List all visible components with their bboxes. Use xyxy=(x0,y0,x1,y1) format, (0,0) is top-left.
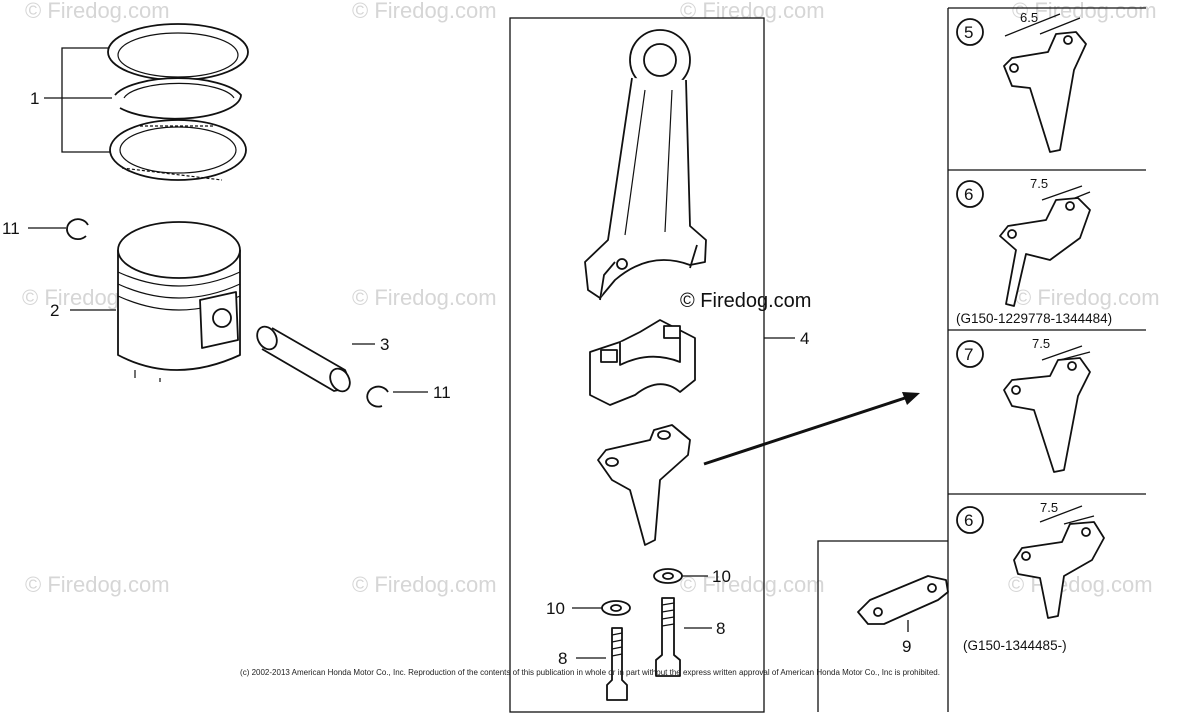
variant-dimension: 7.5 xyxy=(1040,500,1058,515)
callout-10-left: 10 xyxy=(546,599,565,618)
callout-4: 4 xyxy=(800,329,809,348)
rod-assembly-box: 4 xyxy=(509,17,809,713)
watermark: © Firedog.com xyxy=(25,572,170,597)
piston xyxy=(117,221,241,382)
variant-serial: (G150-1344485-) xyxy=(963,638,1067,653)
watermark: © Firedog.com xyxy=(25,0,170,23)
rod-cap xyxy=(589,319,696,406)
callout-8-left: 8 xyxy=(558,649,567,668)
variant-dimension: 6.5 xyxy=(1020,10,1038,25)
variant-dimension: 7.5 xyxy=(1030,176,1048,191)
callout-9: 9 xyxy=(902,637,911,656)
variant-badge: 6 xyxy=(964,511,973,530)
circlip-top: 11 xyxy=(2,218,89,241)
callout-3: 3 xyxy=(380,335,389,354)
watermark: © Firedog.com xyxy=(352,285,497,310)
shim-box: 9 xyxy=(817,540,949,712)
callout-1: 1 xyxy=(30,89,39,108)
callout-11-bottom: 11 xyxy=(433,383,451,402)
piston-rings xyxy=(107,23,249,181)
variant-serial: (G150-1229778-1344484) xyxy=(956,311,1112,326)
variant-badge: 5 xyxy=(964,23,973,42)
variant-5: 5 6.5 xyxy=(956,10,1087,153)
rod-bolt-right: 8 xyxy=(655,597,725,677)
lock-washer-right: 10 xyxy=(653,567,731,586)
variant-badge: 7 xyxy=(964,345,973,364)
callout-11-top: 11 xyxy=(2,219,20,238)
piston-pin: 3 xyxy=(256,325,389,393)
variant-arrow xyxy=(703,392,920,466)
callout-8-right: 8 xyxy=(716,619,725,638)
connecting-rod xyxy=(584,29,707,301)
variants-panel xyxy=(947,7,1146,712)
watermark: © Firedog.com xyxy=(1015,285,1160,310)
watermark-main: © Firedog.com xyxy=(680,290,811,312)
watermark: © Firedog.com xyxy=(1012,0,1157,23)
watermark: © Firedog.com xyxy=(680,0,825,23)
variant-dimension: 7.5 xyxy=(1032,336,1050,351)
watermark: © Firedog.com xyxy=(352,0,497,23)
variant-badge: 6 xyxy=(964,185,973,204)
circlip-bottom: 11 xyxy=(366,383,451,408)
watermark-layer: © Firedog.com © Firedog.com © Firedog.co… xyxy=(22,0,1160,597)
callout-piston: 2 xyxy=(50,301,116,320)
variant-6b: 6 7.5 (G150-1344485-) xyxy=(956,500,1105,653)
lock-washer-left: 10 xyxy=(546,599,631,618)
callout-rings: 1 xyxy=(30,47,112,153)
callout-2: 2 xyxy=(50,301,59,320)
variant-6a: 6 7.5 (G150-1229778-1344484) xyxy=(956,176,1112,326)
rod-bolt-left: 8 xyxy=(558,627,628,701)
callout-10-right: 10 xyxy=(712,567,731,586)
variant-7: 7 7.5 xyxy=(956,336,1091,473)
copyright-notice: (c) 2002-2013 American Honda Motor Co., … xyxy=(240,668,940,677)
oil-dipper xyxy=(597,424,691,546)
watermark: © Firedog.com xyxy=(352,572,497,597)
